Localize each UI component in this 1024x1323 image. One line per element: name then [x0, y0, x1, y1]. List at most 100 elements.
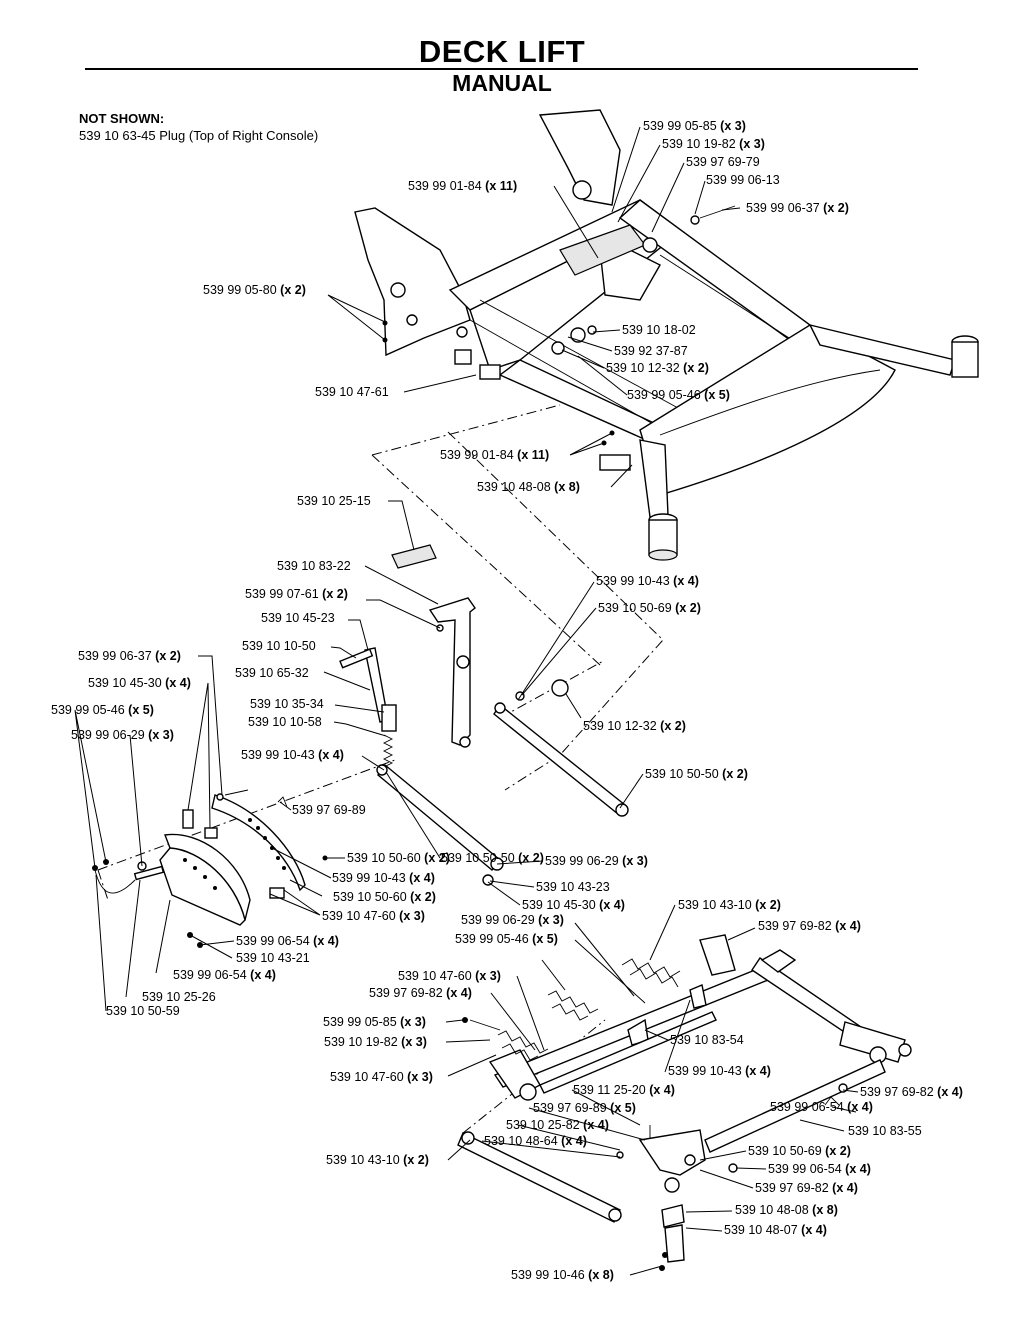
part-quantity: (x 4) [443, 986, 472, 1000]
callout-leaders [74, 126, 859, 1276]
part-number: 539 10 50-50 [441, 851, 515, 865]
part-callout: 539 99 06-54 (x 4) [770, 1100, 873, 1114]
part-callout: 539 10 18-02 [622, 323, 696, 337]
part-quantity: (x 2) [400, 1153, 429, 1167]
part-quantity: (x 2) [515, 851, 544, 865]
part-quantity: (x 4) [596, 898, 625, 912]
part-quantity: (x 4) [310, 934, 339, 948]
part-number: 539 99 01-84 [440, 448, 514, 462]
part-number: 539 10 12-32 [606, 361, 680, 375]
part-callout: 539 10 25-15 [297, 494, 371, 508]
part-callout: 539 10 10-58 [248, 715, 322, 729]
part-callout: 539 99 05-85 (x 3) [323, 1015, 426, 1029]
part-quantity: (x 2) [319, 587, 348, 601]
part-quantity: (x 3) [717, 119, 746, 133]
part-number: 539 10 47-60 [330, 1070, 404, 1084]
part-number: 539 10 35-34 [250, 697, 324, 711]
part-callout: 539 97 69-89 (x 5) [533, 1101, 636, 1115]
part-callout: 539 99 06-29 (x 3) [545, 854, 648, 868]
part-callout: 539 97 69-82 (x 4) [758, 919, 861, 933]
part-callout: 539 97 69-82 (x 4) [755, 1181, 858, 1195]
part-number: 539 10 43-10 [678, 898, 752, 912]
part-number: 539 92 37-87 [614, 344, 688, 358]
part-number: 539 97 69-79 [686, 155, 760, 169]
part-number: 539 99 10-43 [596, 574, 670, 588]
part-number: 539 99 06-54 [768, 1162, 842, 1176]
part-callout: 539 10 43-10 (x 2) [326, 1153, 429, 1167]
part-callout: 539 99 01-84 (x 11) [408, 179, 517, 193]
part-callout: 539 10 48-07 (x 4) [724, 1223, 827, 1237]
part-quantity: (x 8) [551, 480, 580, 494]
not-shown-note: NOT SHOWN: 539 10 63-45 Plug (Top of Rig… [79, 110, 318, 144]
part-number: 539 99 06-29 [71, 728, 145, 742]
part-callout: 539 99 01-84 (x 11) [440, 448, 549, 462]
part-quantity: (x 2) [277, 283, 306, 297]
part-number: 539 99 05-46 [455, 932, 529, 946]
part-callout: 539 99 06-54 (x 4) [236, 934, 339, 948]
part-number: 539 97 69-82 [755, 1181, 829, 1195]
part-number: 539 99 06-13 [706, 173, 780, 187]
part-callout: 539 10 48-64 (x 4) [484, 1134, 587, 1148]
part-callout: 539 97 69-89 [292, 803, 366, 817]
part-quantity: (x 4) [558, 1134, 587, 1148]
part-callout: 539 10 43-21 [236, 951, 310, 965]
part-callout: 539 10 43-23 [536, 880, 610, 894]
part-number: 539 10 47-60 [322, 909, 396, 923]
part-number: 539 99 05-80 [203, 283, 277, 297]
part-number: 539 99 10-46 [511, 1268, 585, 1282]
part-quantity: (x 4) [406, 871, 435, 885]
part-number: 539 10 50-60 [347, 851, 421, 865]
part-quantity: (x 8) [809, 1203, 838, 1217]
page-subtitle: MANUAL [452, 70, 552, 96]
part-number: 539 10 43-10 [326, 1153, 400, 1167]
part-callout: 539 92 37-87 [614, 344, 688, 358]
part-quantity: (x 2) [752, 898, 781, 912]
part-callout: 539 10 19-82 (x 3) [324, 1035, 427, 1049]
part-callout: 539 10 50-69 (x 2) [748, 1144, 851, 1158]
part-number: 539 97 69-89 [292, 803, 366, 817]
deck-panel [639, 323, 979, 561]
part-number: 539 10 19-82 [662, 137, 736, 151]
part-callout: 539 99 05-85 (x 3) [643, 119, 746, 133]
part-callout: 539 10 25-82 (x 4) [506, 1118, 609, 1132]
part-callout: 539 99 07-61 (x 2) [245, 587, 348, 601]
part-callout: 539 99 05-46 (x 5) [51, 703, 154, 717]
part-quantity: (x 4) [247, 968, 276, 982]
part-number: 539 99 07-61 [245, 587, 319, 601]
part-callout: 539 10 47-61 [315, 385, 389, 399]
part-number: 539 99 06-54 [236, 934, 310, 948]
part-quantity: (x 4) [646, 1083, 675, 1097]
part-callout: 539 99 06-29 (x 3) [461, 913, 564, 927]
part-callout: 539 99 10-46 (x 8) [511, 1268, 614, 1282]
part-number: 539 99 06-37 [746, 201, 820, 215]
part-quantity: (x 2) [672, 601, 701, 615]
part-callout: 539 10 19-82 (x 3) [662, 137, 765, 151]
part-number: 539 10 48-08 [477, 480, 551, 494]
part-callout: 539 10 83-54 [670, 1033, 744, 1047]
part-callout: 539 99 10-43 (x 4) [668, 1064, 771, 1078]
title-rule [85, 68, 918, 70]
part-quantity: (x 5) [529, 932, 558, 946]
part-number: 539 10 83-22 [277, 559, 351, 573]
part-quantity: (x 4) [844, 1100, 873, 1114]
part-callout: 539 10 83-55 [848, 1124, 922, 1138]
part-quantity: (x 3) [619, 854, 648, 868]
part-callout: 539 11 25-20 (x 4) [573, 1083, 675, 1097]
part-number: 539 10 43-21 [236, 951, 310, 965]
part-callout: 539 99 06-13 [706, 173, 780, 187]
part-number: 539 97 69-82 [758, 919, 832, 933]
part-callout: 539 99 06-37 (x 2) [78, 649, 181, 663]
part-number: 539 10 48-64 [484, 1134, 558, 1148]
part-number: 539 10 83-54 [670, 1033, 744, 1047]
part-number: 539 99 05-85 [643, 119, 717, 133]
part-number: 539 10 12-32 [583, 719, 657, 733]
part-callout: 539 10 50-50 (x 2) [441, 851, 544, 865]
part-callout: 539 97 69-79 [686, 155, 760, 169]
part-quantity: (x 3) [472, 969, 501, 983]
part-callout: 539 99 05-80 (x 2) [203, 283, 306, 297]
part-quantity: (x 3) [736, 137, 765, 151]
part-callout: 539 99 06-54 (x 4) [768, 1162, 871, 1176]
part-quantity: (x 3) [398, 1035, 427, 1049]
part-number: 539 99 01-84 [408, 179, 482, 193]
